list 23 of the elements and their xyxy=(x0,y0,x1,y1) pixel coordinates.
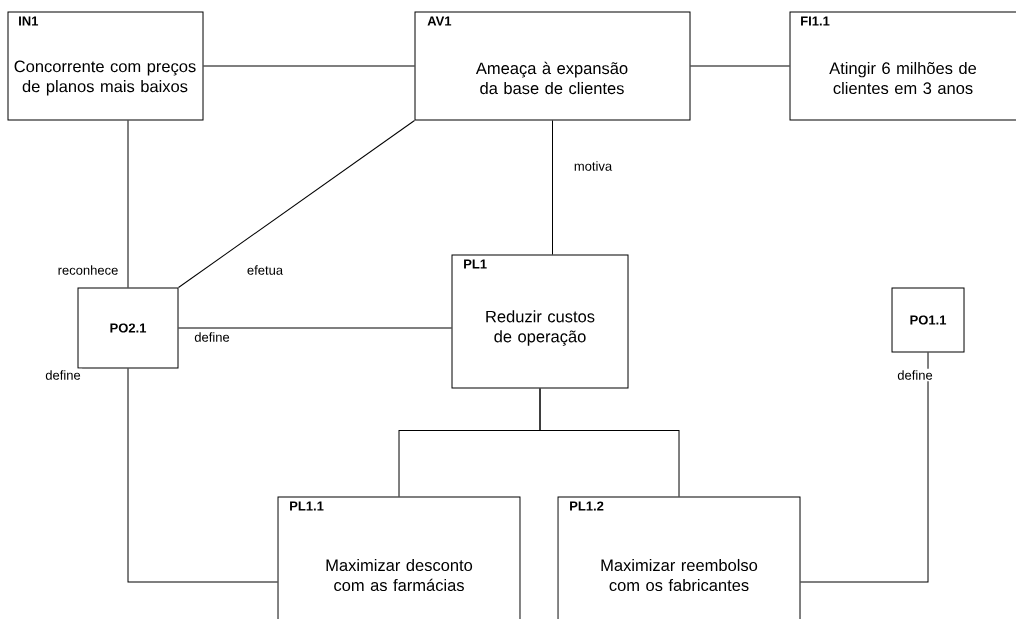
edge-label: define xyxy=(895,368,935,382)
edge-label: define xyxy=(192,330,232,344)
process-box: PO1.1 xyxy=(891,287,965,353)
connector-line xyxy=(800,352,929,583)
connector-line xyxy=(178,120,415,288)
edge-label: efetua xyxy=(245,263,285,277)
process-box: AV1 Ameaça à expansão da base de clientes xyxy=(414,11,691,121)
process-box: FI1.1 Atingir 6 milhões de clientes em 3 anos xyxy=(789,11,1016,121)
process-box: IN1 Concorrente com preços de planos mais baixos xyxy=(7,11,204,121)
edge-label: motiva xyxy=(572,159,614,173)
connector-line xyxy=(127,368,278,583)
connector-line xyxy=(539,388,680,497)
process-box: PO2.1 xyxy=(77,287,179,369)
edge-label: reconhece xyxy=(56,263,120,277)
edge-label: define xyxy=(43,368,83,382)
connector-line xyxy=(552,120,553,255)
connector-line xyxy=(127,120,129,288)
process-box: PL1.2 Maximizar reembolso com os fabricantes xyxy=(557,496,801,619)
connector-line xyxy=(178,327,452,329)
connector-line xyxy=(690,65,790,67)
process-box: PL1 Reduzir custos de operação xyxy=(451,254,629,389)
connector-line xyxy=(203,65,415,67)
process-box: PL1.1 Maximizar desconto com as farmácias xyxy=(277,496,521,619)
